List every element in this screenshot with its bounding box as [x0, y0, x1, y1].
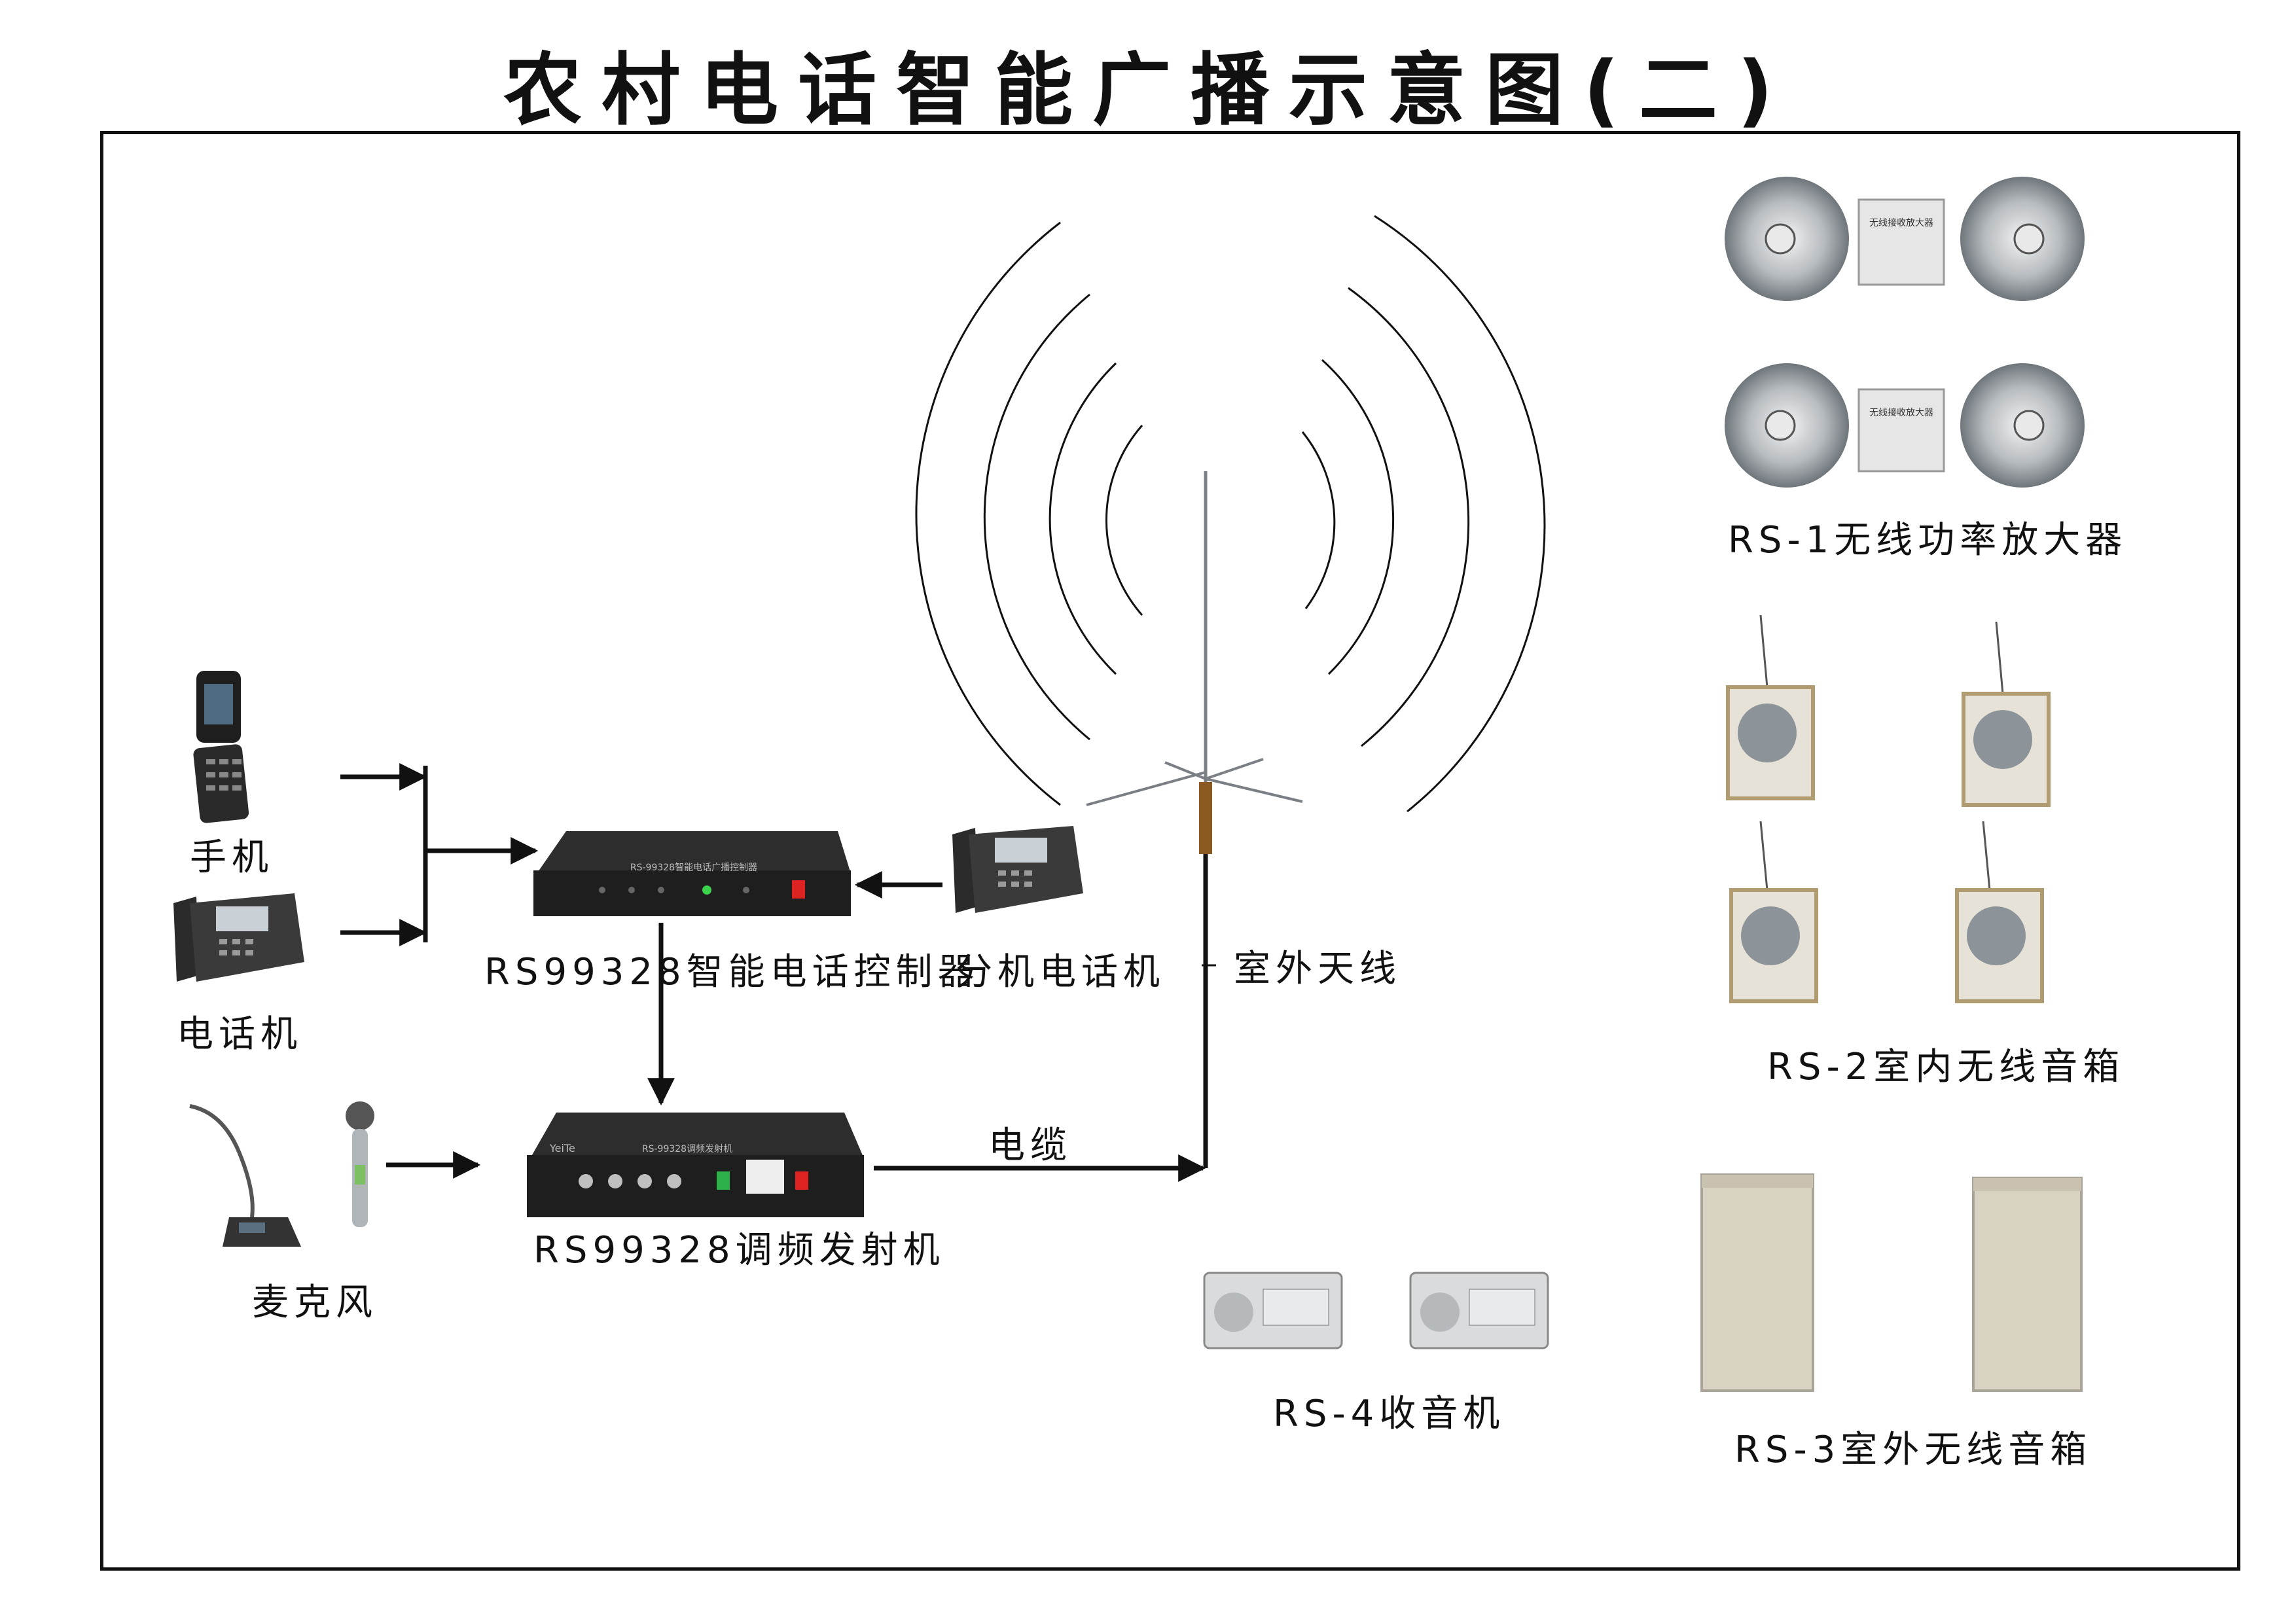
label-controller: RS99328智能电话控制器	[484, 951, 980, 993]
label-rs2: RS-2室内无线音箱	[1767, 1046, 2125, 1088]
connection-lines	[340, 763, 1206, 1182]
rs1-amplifier-set-bottom	[1725, 363, 2085, 488]
wave-left-2	[1049, 362, 1117, 675]
label-mobile-phone: 手机	[190, 836, 274, 879]
controller-face-text: RS-99328智能电话广播控制器	[630, 863, 757, 873]
page-title: 农村电话智能广播示意图(二)	[503, 45, 1793, 136]
rs1-amplifier-set-top	[1725, 177, 2085, 301]
indoor-speaker-2	[1962, 621, 2051, 807]
amp-face-text-bottom: 无线接收放大器	[1869, 407, 1933, 418]
transmitter-device	[527, 1113, 864, 1217]
wave-left-4	[915, 221, 1061, 806]
transmitter-face-text: RS-99328调频发射机	[642, 1144, 732, 1154]
radio-waves	[915, 215, 1546, 813]
transmitter-brand: YeiTe	[549, 1142, 575, 1154]
outdoor-antenna	[1086, 471, 1303, 1168]
label-cable: 电缆	[988, 1124, 1072, 1167]
wave-left-1	[1105, 425, 1143, 616]
rs3-outdoor-speakers	[1700, 1173, 2083, 1392]
amp-face-text-top: 无线接收放大器	[1869, 217, 1933, 228]
indoor-speaker-1	[1726, 615, 1815, 800]
mobile-phone-device	[193, 671, 249, 823]
label-extension-phone: 分机电话机	[956, 951, 1165, 993]
extension-phone-device	[952, 826, 1083, 913]
label-microphone: 麦克风	[252, 1281, 378, 1324]
wave-left-3	[983, 293, 1090, 741]
rs4-radios	[1203, 1272, 1549, 1349]
wave-right-2	[1321, 359, 1395, 675]
label-telephone: 电话机	[177, 1013, 302, 1056]
controller-device	[533, 831, 851, 916]
wave-right-4	[1374, 215, 1546, 813]
diagram-frame	[100, 131, 2240, 1571]
wave-right-3	[1348, 287, 1470, 747]
label-rs3: RS-3室外无线音箱	[1734, 1429, 2092, 1471]
indoor-speaker-4	[1955, 821, 2044, 1003]
label-transmitter: RS99328调频发射机	[533, 1229, 945, 1272]
gooseneck-microphone	[189, 1104, 301, 1247]
indoor-speaker-3	[1729, 821, 1818, 1003]
wave-right-1	[1301, 431, 1336, 609]
desk-phone-device	[173, 893, 304, 982]
label-rs1: RS-1无线功率放大器	[1728, 519, 2128, 562]
handheld-microphone	[346, 1101, 374, 1227]
label-rs4: RS-4收音机	[1273, 1393, 1505, 1435]
label-outdoor-antenna: 室外天线	[1234, 948, 1401, 990]
rs2-indoor-speakers	[1726, 615, 2051, 1003]
